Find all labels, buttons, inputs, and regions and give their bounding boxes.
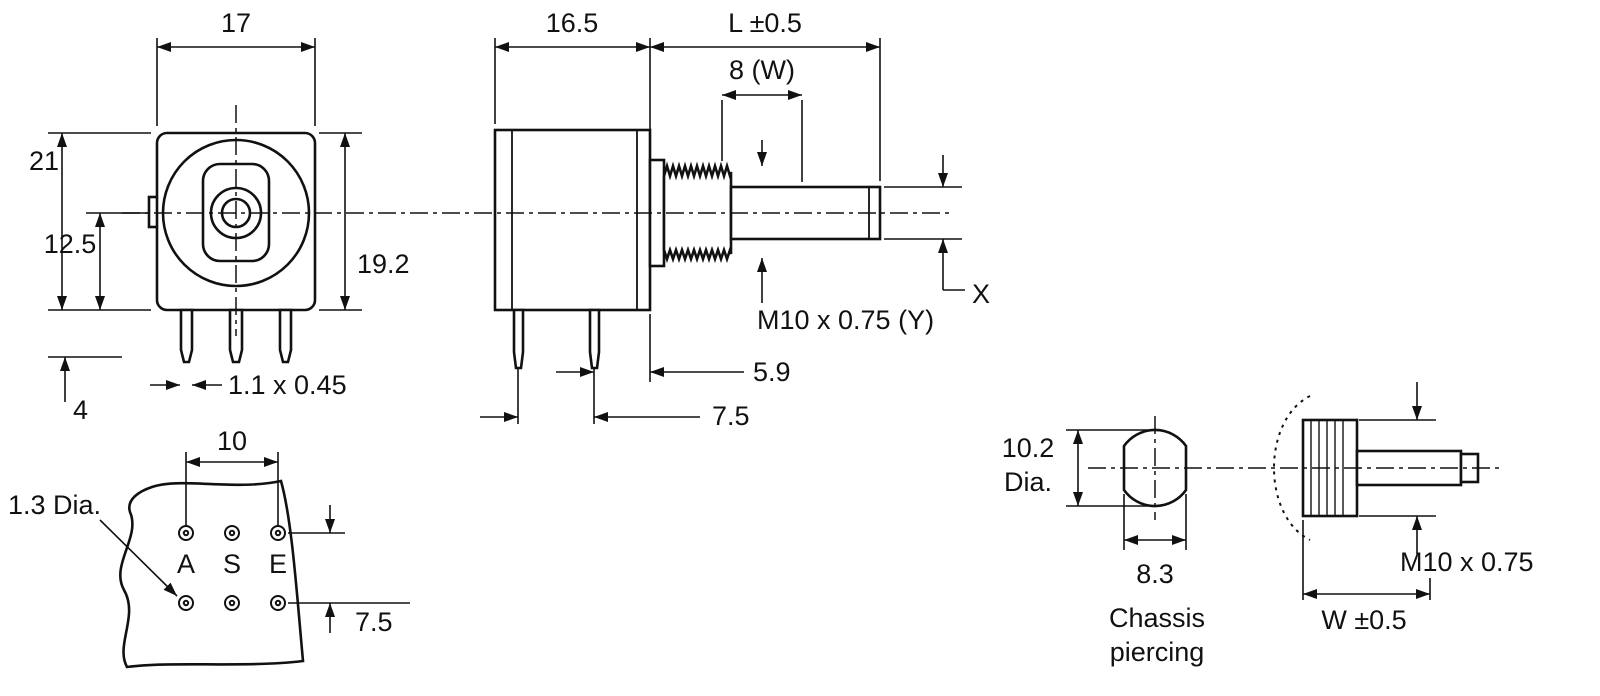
pcb-pad-label-s: S bbox=[223, 549, 241, 579]
side-view bbox=[493, 128, 882, 370]
side-pin bbox=[588, 308, 601, 370]
dim-front-total-height: 21 bbox=[29, 146, 59, 176]
pcb-pad-label-e: E bbox=[269, 549, 287, 579]
dimension-lines bbox=[57, 42, 1430, 599]
pcb-pad bbox=[178, 595, 194, 611]
centerlines bbox=[122, 105, 1502, 520]
side-threaded-bushing bbox=[662, 161, 733, 264]
chassis-caption-line2: piercing bbox=[1110, 637, 1205, 667]
pcb-pad bbox=[270, 595, 286, 611]
front-body bbox=[155, 131, 317, 312]
dim-front-width: 17 bbox=[221, 8, 251, 38]
dim-front-pin-length: 4 bbox=[73, 395, 88, 425]
hole-dia-leader bbox=[99, 519, 178, 597]
dim-chassis-dia-word: Dia. bbox=[1004, 467, 1052, 497]
dim-side-body-depth: 16.5 bbox=[546, 8, 599, 38]
dim-front-center-to-bottom: 12.5 bbox=[44, 229, 97, 259]
dim-side-bush-thread: M10 x 0.75 (Y) bbox=[757, 305, 934, 335]
front-pin bbox=[179, 308, 194, 364]
pcb-pad bbox=[224, 525, 240, 541]
dim-pcb-hole-dia: 1.3 Dia. bbox=[8, 490, 101, 520]
side-pin bbox=[512, 308, 525, 370]
pcb-layout-view bbox=[119, 479, 305, 669]
dim-pcb-pad-span: 10 bbox=[217, 426, 247, 456]
dim-side-flat-length: 8 (W) bbox=[729, 55, 795, 85]
front-pin bbox=[278, 308, 293, 364]
dim-front-body-height: 19.2 bbox=[357, 249, 410, 279]
front-view bbox=[147, 131, 317, 364]
dim-detail-flat-length: W ±0.5 bbox=[1321, 605, 1406, 635]
dim-pcb-row-span: 7.5 bbox=[355, 607, 393, 637]
dim-detail-thread: M10 x 0.75 bbox=[1400, 547, 1534, 577]
side-body bbox=[493, 128, 652, 312]
dim-front-pin-section: 1.1 x 0.45 bbox=[228, 370, 347, 400]
dimension-labels: 17 21 12.5 19.2 4 1.1 x 0.45 16.5 L ±0.5… bbox=[8, 8, 1534, 667]
dim-side-pin-to-face: 5.9 bbox=[753, 357, 791, 387]
chassis-caption-line1: Chassis bbox=[1109, 603, 1205, 633]
dim-chassis-across-flats: 8.3 bbox=[1136, 559, 1174, 589]
dim-chassis-dia-value: 10.2 bbox=[1002, 433, 1055, 463]
leader-arrows bbox=[60, 140, 1422, 633]
pcb-pad-label-a: A bbox=[177, 549, 195, 579]
dim-side-pin-pitch: 7.5 bbox=[712, 401, 750, 431]
pcb-torn-outline bbox=[119, 479, 305, 669]
pcb-pad bbox=[224, 595, 240, 611]
extension-lines bbox=[48, 38, 1436, 604]
dim-side-shaft-dia: X bbox=[972, 279, 990, 309]
dim-side-shaft-length: L ±0.5 bbox=[728, 8, 802, 38]
